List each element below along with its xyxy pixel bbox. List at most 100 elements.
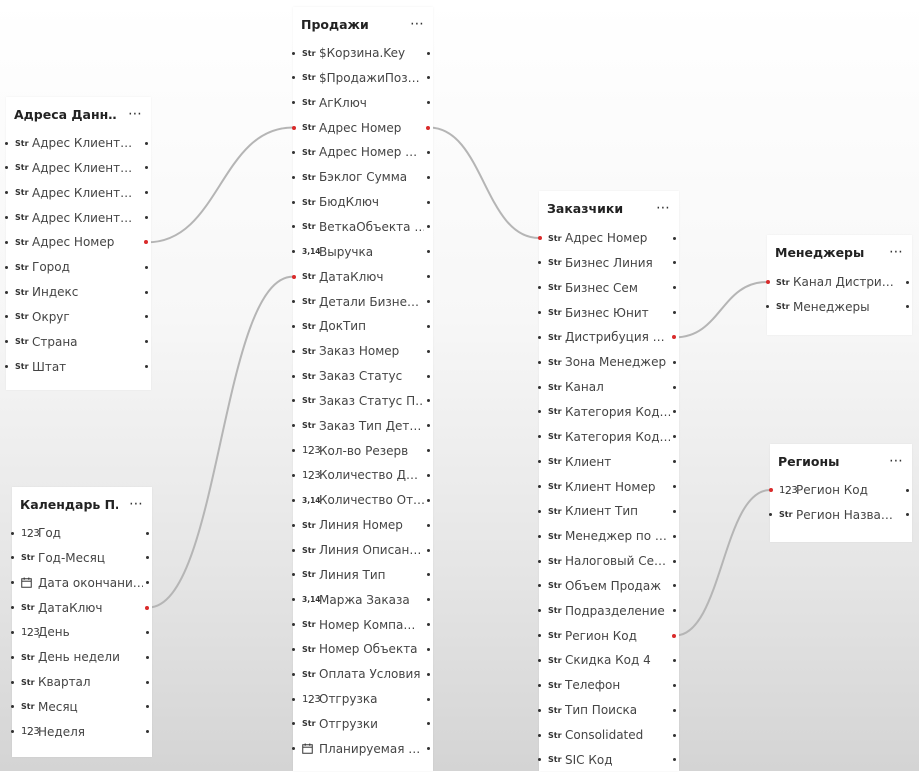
link-handle[interactable] bbox=[538, 559, 541, 563]
link-handle[interactable] bbox=[427, 374, 430, 378]
link-handle-active[interactable] bbox=[292, 274, 296, 279]
link-handle[interactable] bbox=[145, 191, 148, 195]
link-handle[interactable] bbox=[292, 473, 295, 477]
link-handle[interactable] bbox=[292, 101, 295, 105]
link-handle[interactable] bbox=[11, 630, 14, 634]
link-handle[interactable] bbox=[292, 250, 295, 254]
link-handle[interactable] bbox=[906, 305, 909, 309]
link-handle[interactable] bbox=[145, 265, 148, 269]
link-handle[interactable] bbox=[146, 730, 149, 734]
link-handle[interactable] bbox=[292, 424, 295, 428]
link-handle-active[interactable] bbox=[538, 236, 542, 240]
link-handle[interactable] bbox=[538, 460, 541, 464]
more-horizontal-icon[interactable]: ⋯ bbox=[656, 200, 671, 216]
link-handle[interactable] bbox=[146, 630, 149, 634]
relationship-line[interactable] bbox=[674, 489, 771, 637]
link-handle[interactable] bbox=[427, 722, 430, 726]
link-handle[interactable] bbox=[146, 531, 149, 535]
link-handle[interactable] bbox=[427, 548, 430, 552]
link-handle[interactable] bbox=[427, 200, 430, 204]
link-handle[interactable] bbox=[5, 141, 8, 145]
link-handle[interactable] bbox=[145, 141, 148, 145]
link-handle[interactable] bbox=[11, 606, 14, 610]
table-header[interactable]: Регионы⋯ bbox=[770, 444, 912, 478]
link-handle[interactable] bbox=[673, 609, 676, 613]
link-handle[interactable] bbox=[427, 473, 430, 477]
link-handle[interactable] bbox=[145, 315, 148, 319]
link-handle-active[interactable] bbox=[766, 280, 770, 284]
link-handle[interactable] bbox=[427, 51, 430, 55]
link-handle[interactable] bbox=[427, 349, 430, 353]
link-handle[interactable] bbox=[11, 581, 14, 585]
link-handle[interactable] bbox=[538, 261, 541, 265]
link-handle[interactable] bbox=[292, 573, 295, 577]
table-header[interactable]: Продажи⋯ bbox=[293, 7, 433, 41]
link-handle-active[interactable] bbox=[769, 488, 773, 492]
link-handle[interactable] bbox=[538, 286, 541, 290]
table-header[interactable]: Заказчики⋯ bbox=[539, 191, 679, 225]
link-handle[interactable] bbox=[766, 305, 769, 309]
more-horizontal-icon[interactable]: ⋯ bbox=[410, 16, 425, 32]
link-handle[interactable] bbox=[673, 385, 676, 389]
link-handle[interactable] bbox=[673, 236, 676, 240]
link-handle[interactable] bbox=[427, 647, 430, 651]
link-handle[interactable] bbox=[292, 225, 295, 229]
more-horizontal-icon[interactable]: ⋯ bbox=[889, 453, 904, 469]
link-handle[interactable] bbox=[292, 300, 295, 303]
link-handle[interactable] bbox=[292, 51, 295, 55]
link-handle[interactable] bbox=[292, 349, 295, 353]
link-handle[interactable] bbox=[538, 335, 541, 339]
table-header[interactable]: Адреса Данн…⋯ bbox=[6, 97, 151, 131]
link-handle[interactable] bbox=[292, 523, 295, 527]
link-handle[interactable] bbox=[673, 360, 676, 364]
link-handle-active[interactable] bbox=[426, 125, 430, 130]
link-handle-active[interactable] bbox=[292, 125, 296, 130]
link-handle[interactable] bbox=[538, 584, 541, 588]
link-handle[interactable] bbox=[292, 76, 295, 80]
link-handle[interactable] bbox=[11, 531, 14, 535]
link-handle[interactable] bbox=[292, 647, 295, 651]
link-handle[interactable] bbox=[292, 697, 295, 701]
more-horizontal-icon[interactable]: ⋯ bbox=[889, 244, 904, 260]
more-horizontal-icon[interactable]: ⋯ bbox=[128, 106, 143, 122]
relationship-line[interactable] bbox=[147, 275, 294, 609]
link-handle[interactable] bbox=[427, 101, 430, 105]
link-handle[interactable] bbox=[427, 150, 430, 154]
link-handle[interactable] bbox=[538, 311, 541, 315]
link-handle[interactable] bbox=[292, 672, 295, 676]
link-handle[interactable] bbox=[145, 166, 148, 170]
link-handle[interactable] bbox=[427, 250, 430, 254]
relationship-line[interactable] bbox=[146, 126, 294, 244]
table-header[interactable]: Календарь П…⋯ bbox=[12, 487, 152, 521]
link-handle[interactable] bbox=[5, 191, 8, 195]
link-handle[interactable] bbox=[906, 513, 909, 517]
